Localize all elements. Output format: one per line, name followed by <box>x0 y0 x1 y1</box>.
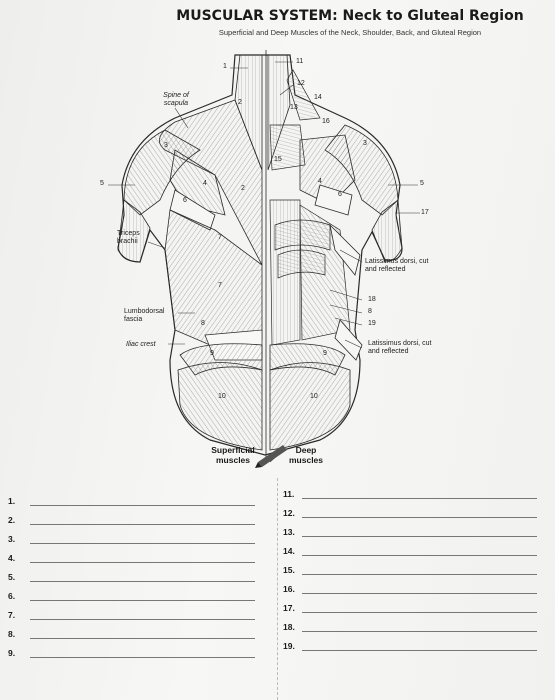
num-8b: 8 <box>368 308 372 315</box>
num-2b: 2 <box>241 185 245 192</box>
num-14: 14 <box>314 94 322 101</box>
num-5b: 5 <box>420 180 424 187</box>
label-lumbodorsal-fascia: Lumbodorsal fascia <box>124 308 165 323</box>
caption-superficial: Superficial muscles <box>211 445 255 465</box>
answer-line-1[interactable] <box>30 505 255 506</box>
answer-line-4[interactable] <box>30 562 255 563</box>
num-7b: 7 <box>218 282 222 289</box>
answer-label: 11. <box>283 489 295 499</box>
answer-label: 19. <box>283 641 295 651</box>
pencil-icon <box>255 445 287 468</box>
answer-line-16[interactable] <box>302 593 537 594</box>
latissimus-dorsi <box>164 209 263 346</box>
num-15: 15 <box>274 156 282 163</box>
back-muscles-illustration <box>108 50 420 468</box>
answer-label: 14. <box>283 546 295 556</box>
label-latissimus-cut-upper: Latissimus dorsi, cut and reflected <box>365 258 429 273</box>
answer-label: 9. <box>8 648 16 658</box>
answer-label: 2. <box>8 515 16 525</box>
page-subtitle: Superficial and Deep Muscles of the Neck… <box>218 28 482 37</box>
answer-line-17[interactable] <box>302 612 537 613</box>
num-8a: 8 <box>201 320 205 327</box>
answer-label: 17. <box>283 603 295 613</box>
label-iliac-crest: Iliac crest <box>126 341 156 348</box>
label-triceps-brachii: Triceps brachii <box>117 230 140 245</box>
gluteus-maximus-right <box>269 362 351 451</box>
answer-line-9[interactable] <box>30 657 255 658</box>
answer-line-8[interactable] <box>30 638 255 639</box>
num-4a: 4 <box>203 180 207 187</box>
num-3b: 3 <box>363 140 367 147</box>
answer-line-11[interactable] <box>302 498 537 499</box>
gluteus-maximus-left <box>177 362 263 451</box>
num-3a: 3 <box>164 142 168 149</box>
num-12: 12 <box>297 80 305 87</box>
answer-label: 8. <box>8 629 16 639</box>
num-4b: 4 <box>318 178 322 185</box>
answer-line-7[interactable] <box>30 619 255 620</box>
label-latissimus-cut-lower: Latissimus dorsi, cut and reflected <box>368 340 432 355</box>
answer-line-3[interactable] <box>30 543 255 544</box>
num-7a: 7 <box>218 234 222 241</box>
answer-line-13[interactable] <box>302 536 537 537</box>
answer-line-14[interactable] <box>302 555 537 556</box>
answer-label: 16. <box>283 584 295 594</box>
label-spine-of-scapula: Spine of scapula <box>163 92 189 107</box>
num-2a: 2 <box>238 99 242 106</box>
num-13: 13 <box>290 104 298 111</box>
answer-label: 7. <box>8 610 16 620</box>
num-9a: 9 <box>210 350 214 357</box>
answer-label: 3. <box>8 534 16 544</box>
num-17: 17 <box>421 209 429 216</box>
answer-label: 4. <box>8 553 16 563</box>
triceps-left <box>117 199 151 263</box>
answer-label: 6. <box>8 591 16 601</box>
answer-label: 15. <box>283 565 295 575</box>
answer-line-15[interactable] <box>302 574 537 575</box>
num-16: 16 <box>322 118 330 125</box>
answer-label: 5. <box>8 572 16 582</box>
answer-line-18[interactable] <box>302 631 537 632</box>
answer-line-2[interactable] <box>30 524 255 525</box>
answer-label: 1. <box>8 496 16 506</box>
num-10a: 10 <box>218 393 226 400</box>
answer-line-6[interactable] <box>30 600 255 601</box>
answer-label: 18. <box>283 622 295 632</box>
answer-line-19[interactable] <box>302 650 537 651</box>
answer-label: 13. <box>283 527 295 537</box>
answer-divider <box>277 478 278 700</box>
num-10b: 10 <box>310 393 318 400</box>
num-18: 18 <box>368 296 376 303</box>
num-11: 11 <box>296 58 304 65</box>
num-1: 1 <box>223 63 227 70</box>
answer-label: 12. <box>283 508 295 518</box>
num-9b: 9 <box>323 350 327 357</box>
answer-line-5[interactable] <box>30 581 255 582</box>
num-19: 19 <box>368 320 376 327</box>
num-6a: 6 <box>183 197 187 204</box>
num-5a: 5 <box>100 180 104 187</box>
page-title: MUSCULAR SYSTEM: Neck to Gluteal Region <box>176 8 524 24</box>
caption-deep: Deep muscles <box>288 445 324 465</box>
answer-line-12[interactable] <box>302 517 537 518</box>
triceps-right <box>371 199 403 263</box>
num-6b: 6 <box>338 191 342 198</box>
